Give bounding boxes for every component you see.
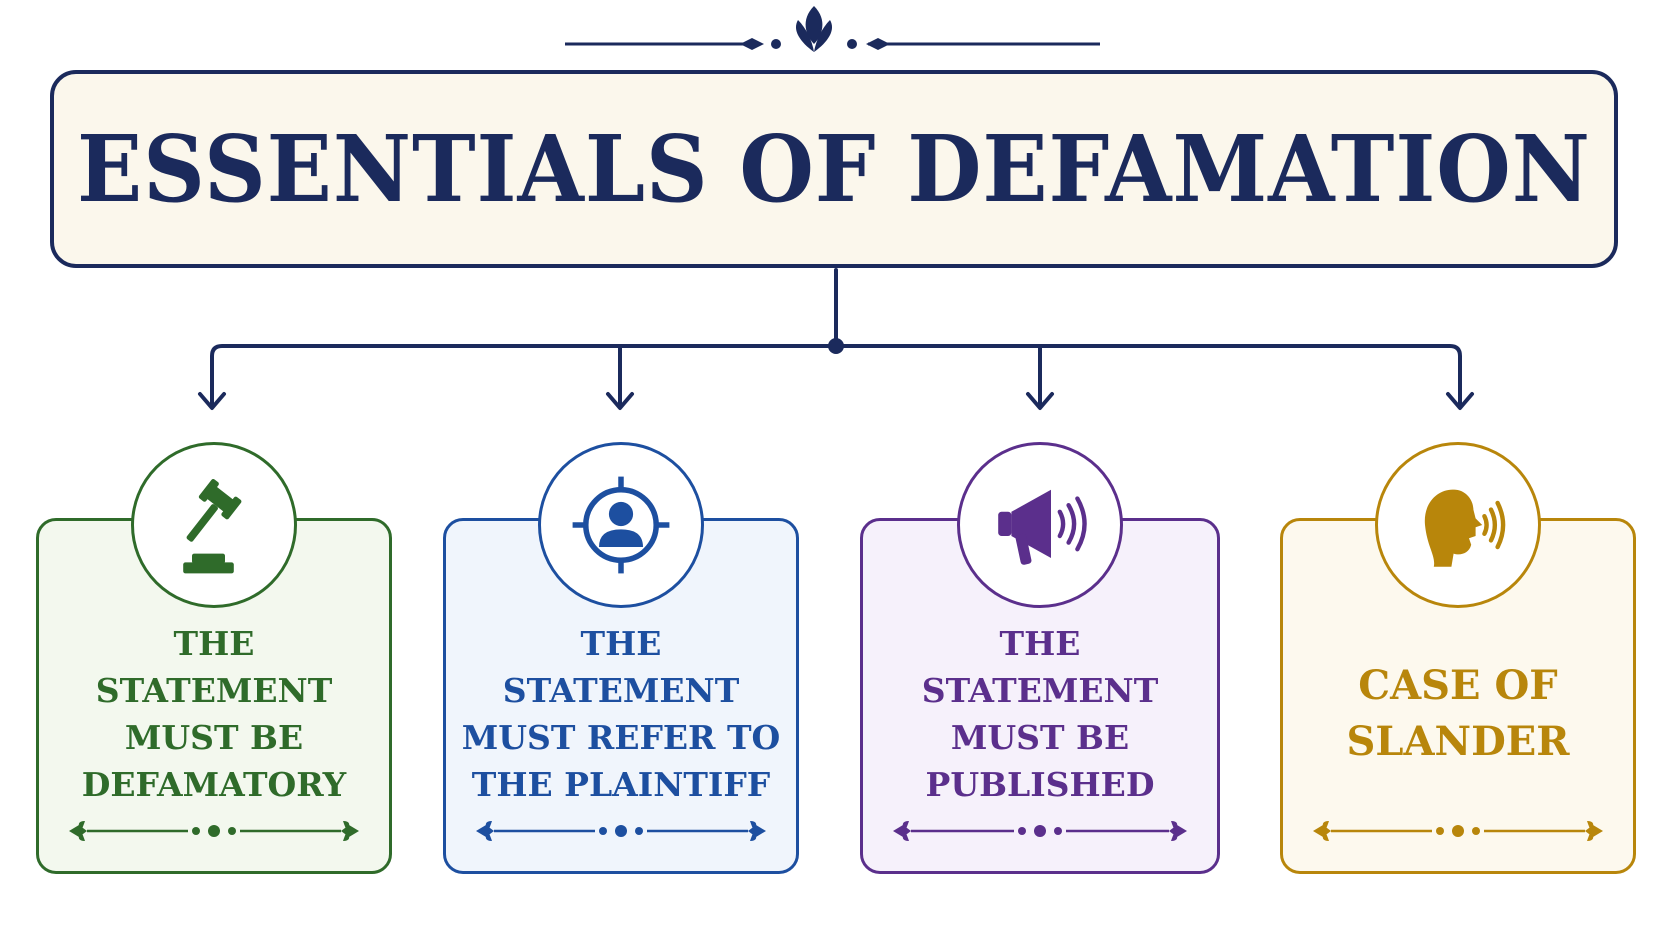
card-divider-ornament: [67, 819, 361, 847]
gavel-icon: [159, 470, 269, 580]
card-text: THE STATEMENT MUST BE DEFAMATORY: [39, 624, 389, 804]
card-divider-ornament: [891, 819, 1189, 847]
card-text-line: THE PLAINTIFF: [471, 765, 771, 804]
card-text: CASE OF SLANDER: [1283, 629, 1633, 799]
title-box: ESSENTIALS OF DEFAMATION: [50, 70, 1618, 268]
target-person-icon: [566, 470, 676, 580]
icon-badge: [957, 442, 1123, 608]
icon-badge: [538, 442, 704, 608]
card-text-line: MUST BE: [124, 718, 304, 757]
top-ornament: [565, 6, 1100, 52]
card-divider-ornament: [474, 819, 768, 847]
card-text-line: MUST BE: [950, 718, 1130, 757]
card-text-line: SLANDER: [1346, 718, 1570, 765]
icon-badge: [1375, 442, 1541, 608]
icon-badge: [131, 442, 297, 608]
card-text-line: MUST REFER TO: [461, 718, 781, 757]
essential-card-3: THE STATEMENT MUST BE PUBLISHED: [860, 518, 1220, 874]
card-text: THE STATEMENT MUST BE PUBLISHED: [863, 624, 1217, 804]
card-divider-ornament: [1311, 819, 1605, 847]
card-text-line: THE STATEMENT: [502, 624, 740, 710]
junction-dot: [828, 338, 844, 354]
card-text-line: THE STATEMENT: [921, 624, 1159, 710]
card-text-line: THE STATEMENT: [95, 624, 333, 710]
card-text: THE STATEMENT MUST REFER TO THE PLAINTIFF: [446, 624, 796, 804]
megaphone-icon: [985, 470, 1095, 580]
card-text-line: PUBLISHED: [925, 765, 1155, 804]
card-text-line: DEFAMATORY: [81, 765, 347, 804]
page-title: ESSENTIALS OF DEFAMATION: [77, 115, 1591, 223]
speaking-head-icon: [1403, 470, 1513, 580]
card-text-line: CASE OF: [1358, 662, 1558, 709]
